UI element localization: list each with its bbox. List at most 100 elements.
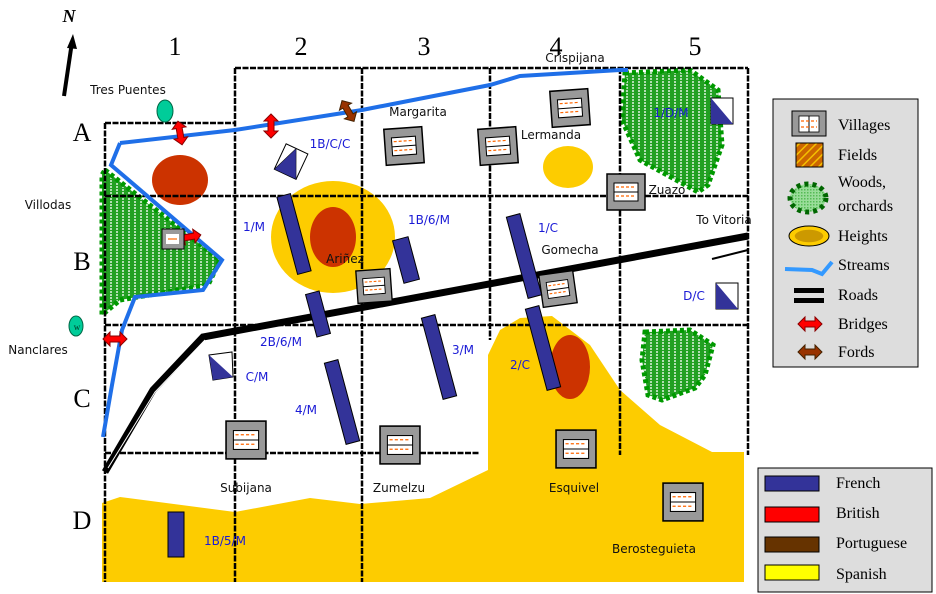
- legend-bridges-label: Bridges: [838, 316, 888, 333]
- stream-north: [119, 68, 628, 145]
- grid-row-a: A: [73, 118, 92, 147]
- unit-dc-marker-icon: [715, 282, 739, 310]
- unit-label-1bcc: 1B/C/C: [310, 137, 351, 151]
- village-berosteguieta-icon: [662, 482, 704, 522]
- unit-label-1b5m: 1B/5/M: [204, 534, 246, 548]
- unit-label-dc: D/C: [683, 289, 705, 303]
- unit-1dm-marker-icon: [710, 97, 734, 125]
- place-zumelzu: Zumelzu: [373, 481, 425, 495]
- map-grid: [103, 66, 750, 582]
- village-lermanda-west-icon: [477, 125, 519, 167]
- unit-2c-block: [524, 305, 562, 391]
- grid-column-3: 3: [418, 32, 431, 61]
- legend-road-icon: [794, 288, 824, 303]
- place-nanclares: Nanclares: [8, 343, 68, 357]
- place-subijana: Subijana: [220, 481, 272, 495]
- unit-2b6m-block: [304, 290, 332, 338]
- road-to-vitoria-arrow: [711, 249, 749, 260]
- legend-spanish-label: Spanish: [836, 566, 887, 583]
- legend-roads-label: Roads: [838, 287, 878, 304]
- terrain-legend: Villages Fields Woods, orchards Heights …: [772, 98, 919, 368]
- unit-label-2c: 2/C: [510, 358, 530, 372]
- unit-label-3m: 3/M: [452, 343, 474, 357]
- legend-streams-label: Streams: [838, 257, 890, 274]
- heights-arinez-inner: [310, 207, 356, 267]
- army-legend: French British Portuguese Spanish: [757, 467, 933, 593]
- place-to-vitoria: To Vitoria: [695, 213, 751, 227]
- place-margarita: Margarita: [389, 105, 447, 119]
- unit-label-1dm: 1/D/M: [653, 106, 688, 120]
- unit-label-1c: 1/C: [538, 221, 558, 235]
- legend-fords-label: Fords: [838, 344, 874, 361]
- north-label: N: [62, 6, 77, 26]
- place-gomecha: Gomecha: [541, 243, 598, 257]
- french-units: [167, 192, 562, 558]
- unit-1bcc-marker-icon: [273, 143, 309, 181]
- unit-label-1m: 1/M: [243, 220, 265, 234]
- woods-southeast: [639, 327, 716, 403]
- grid-row-b: B: [73, 247, 90, 276]
- heights-lermanda: [543, 146, 593, 188]
- legend-orchards-label: orchards: [838, 198, 893, 215]
- legend-stream-icon: [784, 260, 834, 277]
- grid-column-1: 1: [169, 32, 182, 61]
- place-berosteguieta: Berosteguieta: [612, 542, 696, 556]
- unit-label-cm: C/M: [246, 370, 269, 384]
- village-gomecha-icon: [538, 269, 578, 309]
- road-main-inner: [107, 339, 206, 469]
- village-zuazo-icon: [606, 173, 646, 211]
- legend-heights-label: Heights: [838, 228, 888, 245]
- place-crispijana: Crispijana: [545, 51, 605, 65]
- village-lermanda-icon: [549, 87, 591, 129]
- legend-field-icon: [795, 142, 824, 168]
- unit-label-4m: 4/M: [295, 403, 317, 417]
- legend-british-label: British: [836, 505, 880, 522]
- legend-spanish-swatch: [764, 564, 820, 581]
- unit-1b5m-block: [167, 511, 185, 558]
- well-marker-label: w: [74, 322, 81, 332]
- legend-village-icon: [791, 110, 827, 137]
- village-villodas-icon: [161, 228, 185, 250]
- grid-column-2: 2: [295, 32, 308, 61]
- unit-4m-block: [323, 359, 361, 445]
- village-subijana-icon: [225, 420, 267, 460]
- grid-column-4: 4: [550, 32, 563, 61]
- unit-1b6m-block: [391, 236, 421, 284]
- village-esquivel-icon: [555, 429, 597, 469]
- legend-portuguese-swatch: [764, 536, 820, 553]
- road-main: [101, 232, 749, 474]
- legend-woods-icon: [787, 181, 829, 215]
- woods-villodas: [99, 166, 224, 321]
- place-arinez: Ariñez: [326, 252, 364, 266]
- heights-esquivel: [550, 335, 590, 399]
- unit-3m-block: [420, 314, 458, 400]
- unit-label-2b6m: 2B/6/M: [260, 335, 302, 349]
- tres-puentes-marker-icon: [156, 99, 174, 123]
- village-margarita-icon: [383, 125, 425, 167]
- place-esquivel: Esquivel: [549, 481, 599, 495]
- grid-row-c: C: [73, 384, 90, 413]
- grid-row-d: D: [73, 506, 92, 535]
- legend-villages-label: Villages: [838, 117, 890, 134]
- well-marker-icon: [68, 315, 84, 337]
- place-villodas: Villodas: [25, 198, 72, 212]
- unit-label-1b6m: 1B/6/M: [408, 213, 450, 227]
- heights-north: [152, 155, 208, 205]
- village-arinez-icon: [355, 267, 393, 305]
- unit-cm-marker-icon: [208, 351, 234, 381]
- bridge-icon: [102, 331, 128, 347]
- stream-west: [101, 142, 225, 438]
- place-tres-puentes: Tres Puentes: [89, 83, 166, 97]
- woods-northeast: [619, 67, 725, 195]
- place-zuazo: Zuazo: [649, 183, 686, 197]
- legend-portuguese-label: Portuguese: [836, 535, 907, 552]
- north-arrow-icon: N: [62, 6, 77, 97]
- village-zumelzu-icon: [379, 425, 421, 465]
- legend-french-swatch: [764, 475, 820, 492]
- place-lermanda: Lermanda: [521, 128, 581, 142]
- legend-british-swatch: [764, 506, 820, 523]
- unit-1c-block: [505, 213, 543, 299]
- legend-fields-label: Fields: [838, 147, 877, 164]
- legend-woods-label: Woods,: [838, 174, 886, 191]
